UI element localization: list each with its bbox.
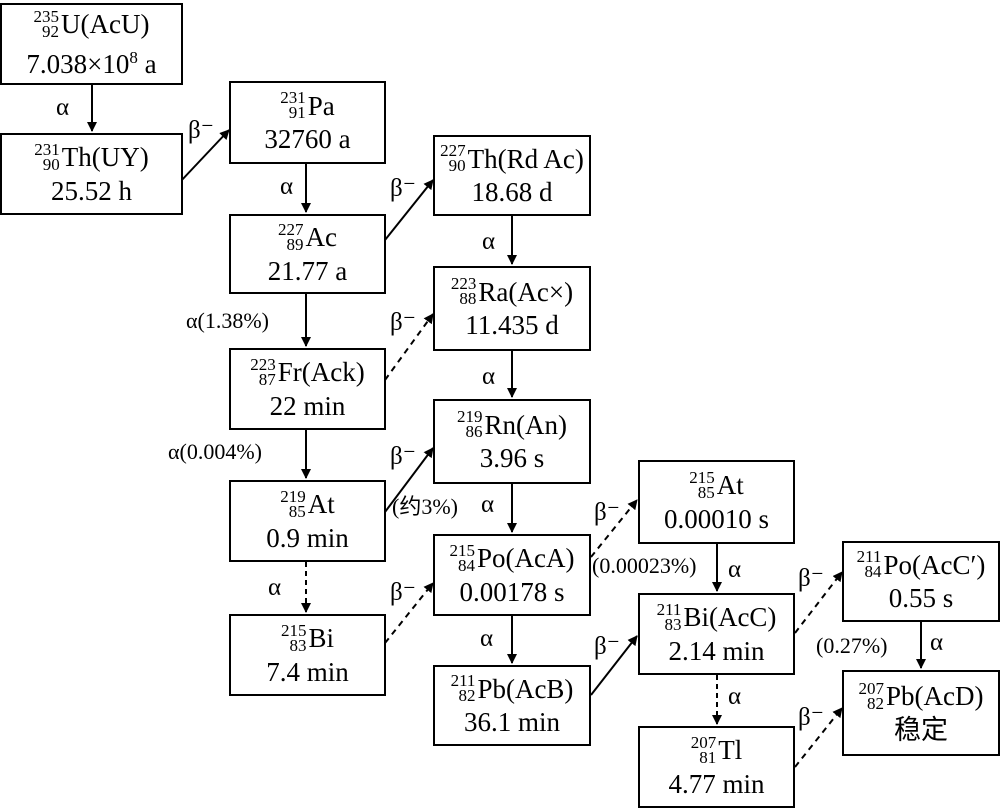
label-alpha-th227: α [482, 228, 496, 255]
arrow-ac227-th227 [384, 179, 434, 241]
label-beta-fr223: β⁻ [390, 309, 416, 336]
label-alpha-po215: α [480, 625, 494, 652]
label-alpha-rn219: α [481, 491, 495, 518]
arrow-po215-at215 [590, 499, 638, 558]
arrow-th231-pa231 [179, 129, 230, 183]
label-alpha-138: α(1.38%) [186, 308, 270, 333]
label-alpha-u235: α [56, 94, 70, 121]
label-beta-pb211: β⁻ [594, 633, 620, 660]
label-beta-at219: β⁻ [390, 443, 416, 470]
label-alpha-at219: α [268, 574, 282, 601]
label-beta-th231: β⁻ [188, 117, 214, 144]
arrow-at219-rn219 [384, 447, 434, 513]
label-027: (0.27%) [816, 633, 888, 658]
label-beta-ac227: β⁻ [390, 175, 416, 202]
label-alpha-at215: α [728, 556, 742, 583]
arrow-bi215-po215 [384, 582, 434, 644]
label-beta-po215: β⁻ [594, 499, 620, 526]
label-beta-tl207: β⁻ [798, 704, 824, 731]
arrow-pb211-bi211 [590, 635, 638, 696]
label-alpha-po211: α [930, 629, 944, 656]
label-alpha-bi211: α [728, 683, 742, 710]
label-beta-bi211: β⁻ [798, 565, 824, 592]
arrow-bi211-po211 [794, 571, 843, 634]
label-alpha-0004: α(0.004%) [168, 439, 263, 464]
label-alpha-pa231: α [280, 173, 294, 200]
label-yue3: (约3%) [392, 494, 458, 519]
arrow-fr223-ra223 [384, 313, 434, 381]
label-alpha-ra223: α [482, 363, 496, 390]
label-beta-bi215: β⁻ [390, 579, 416, 606]
arrow-tl207-pb207 [794, 707, 843, 768]
label-000023: (0.00023%) [592, 553, 697, 578]
